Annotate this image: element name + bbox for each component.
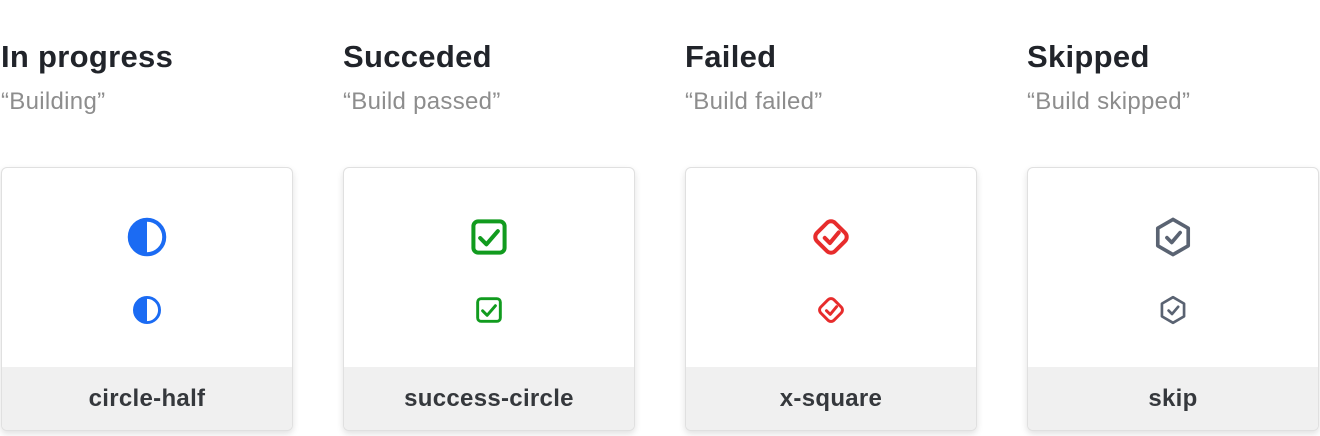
check-hexagon-icon [1151,215,1195,259]
status-subtitle: “Building” [1,88,106,115]
icon-card-success-circle[interactable]: success-circle [343,167,635,431]
status-subtitle: “Build passed” [343,88,501,115]
icon-card-circle-half[interactable]: circle-half [1,167,293,431]
status-column-skipped: Skipped “Build skipped” skip [1027,0,1319,436]
status-column-failed: Failed “Build failed” x-square [685,0,977,436]
status-column-in-progress: In progress “Building” circle-half [1,0,293,436]
icon-name-label: x-square [686,367,976,430]
circle-half-icon [125,215,169,259]
icon-name-label: circle-half [2,367,292,430]
circle-half-icon [131,294,163,326]
check-hexagon-icon [1157,294,1189,326]
status-column-succeded: Succeded “Build passed” success-circle [343,0,635,436]
check-square-icon [467,215,511,259]
status-title: Failed [685,39,777,74]
icon-name-label: success-circle [344,367,634,430]
check-square-icon [473,294,505,326]
check-diamond-icon [809,215,853,259]
icon-name-label: skip [1028,367,1318,430]
icon-card-skip[interactable]: skip [1027,167,1319,431]
status-title: Skipped [1027,39,1150,74]
status-subtitle: “Build skipped” [1027,88,1191,115]
status-subtitle: “Build failed” [685,88,823,115]
icon-card-x-square[interactable]: x-square [685,167,977,431]
status-title: In progress [1,39,174,74]
status-title: Succeded [343,39,492,74]
check-diamond-icon [815,294,847,326]
